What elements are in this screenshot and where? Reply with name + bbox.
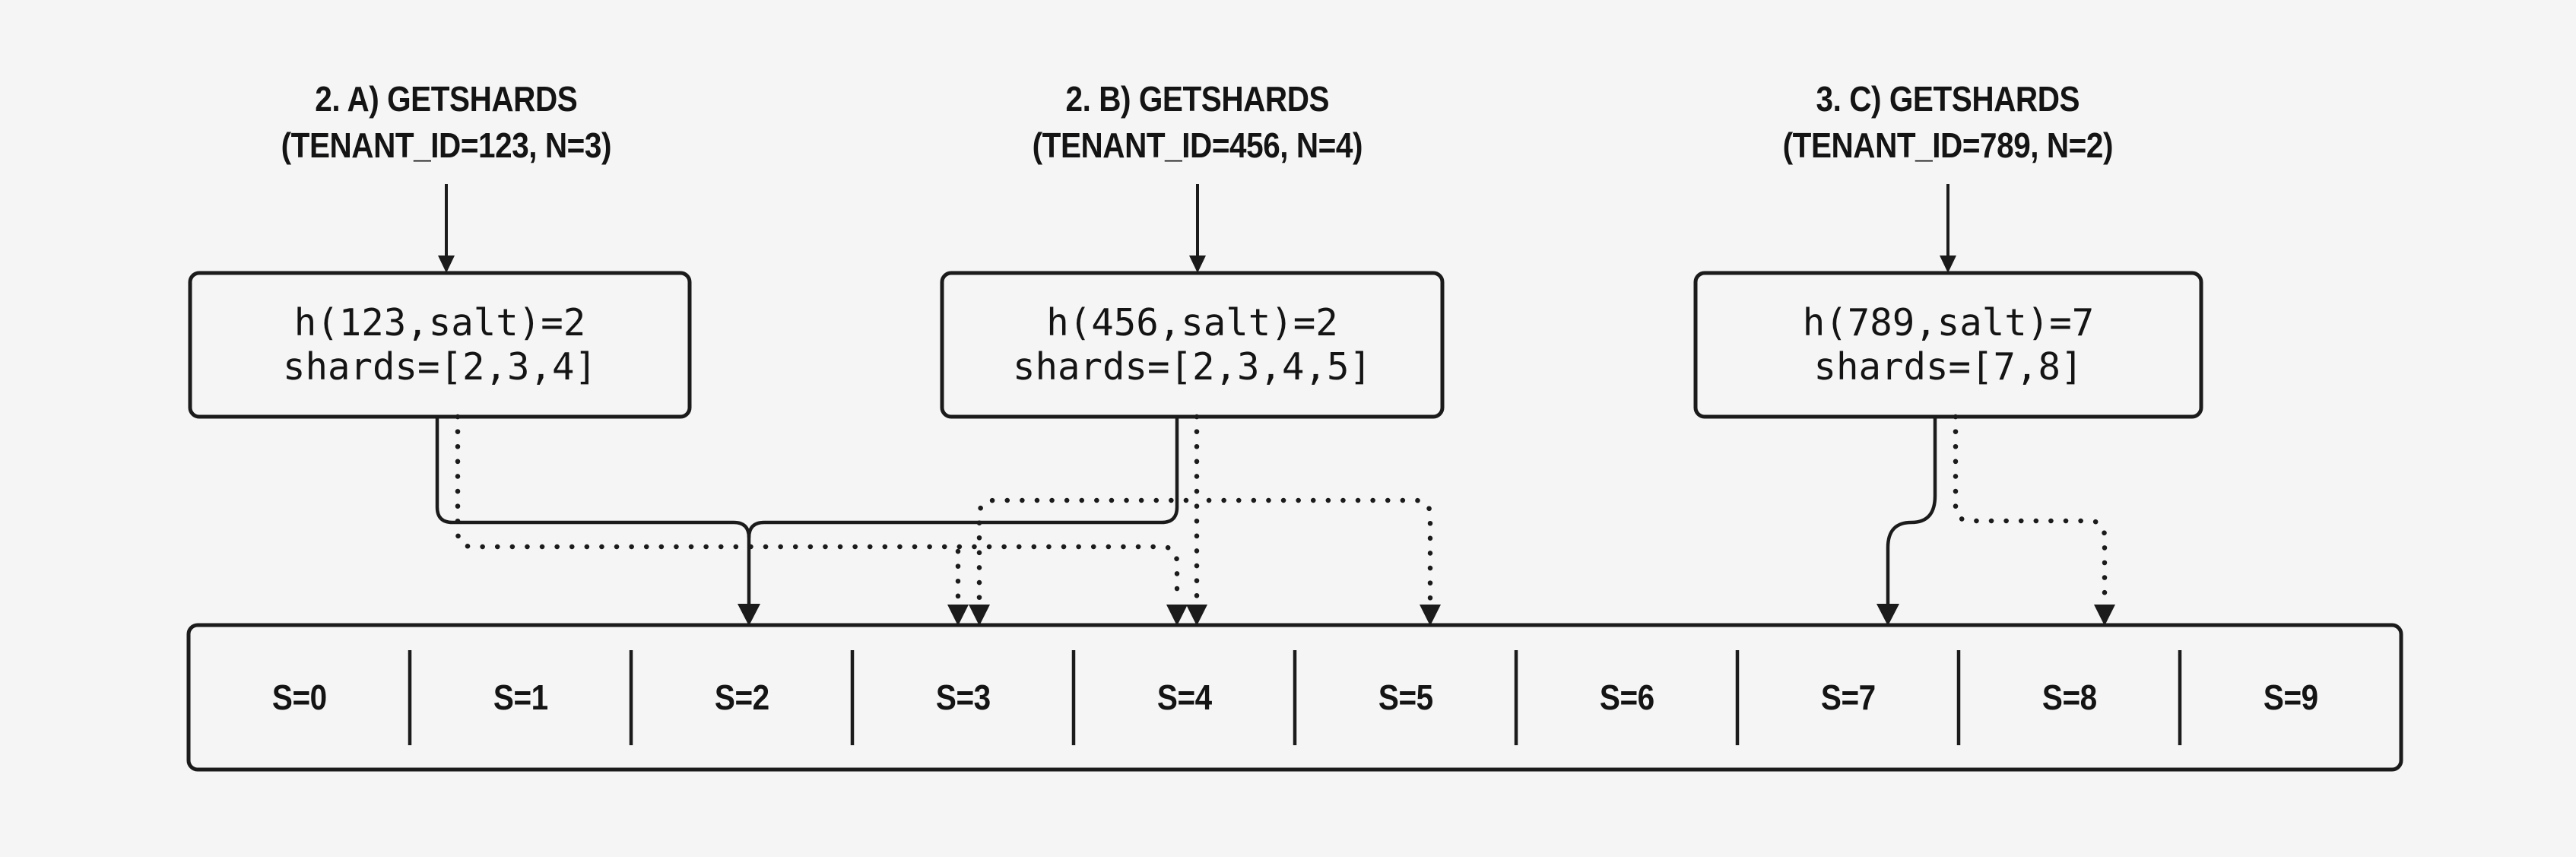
shard-cell-1-label: S=1 — [493, 678, 548, 717]
call-label-a-line2: (TENANT_ID=123, N=3) — [281, 125, 612, 165]
hash-box-c-line1: h(789,salt)=7 — [1802, 300, 2095, 344]
shard-cell-0-label: S=0 — [271, 678, 327, 717]
shard-cell-9-label: S=9 — [2263, 678, 2318, 717]
arrow-label-a-to-box — [438, 184, 455, 273]
shard-cell-2-label: S=2 — [714, 678, 769, 717]
hash-box-b-outline — [940, 271, 1445, 419]
shard-cell-9: S=9 — [2180, 625, 2401, 770]
solid-arrow-c-to-s7 — [1876, 417, 1937, 626]
arrow-label-c-to-box — [1940, 184, 1956, 273]
hash-box-b-line1: h(456,salt)=2 — [1046, 300, 1338, 344]
shard-cell-7-label: S=7 — [1820, 678, 1876, 717]
dotted-path-b-to-s3 — [976, 497, 1189, 604]
shard-cell-4: S=4 — [1074, 625, 1295, 770]
shard-row-outline — [186, 623, 2403, 772]
call-label-c-line1: 3. C) GETSHARDS — [1816, 79, 2080, 119]
hash-box-a-line1: h(123,salt)=2 — [293, 300, 586, 344]
call-label-b-line2: (TENANT_ID=456, N=4) — [1032, 125, 1363, 165]
arrow-label-b-to-box — [1189, 184, 1206, 273]
solid-arrow-b-to-s2 — [747, 417, 1179, 538]
call-label-c-line2: (TENANT_ID=789, N=2) — [1782, 125, 2114, 165]
call-label-b-line1: 2. B) GETSHARDS — [1065, 79, 1330, 119]
hash-box-a: h(123,salt)=2 shards=[2,3,4] — [190, 273, 690, 417]
hash-box-b-line2: shards=[2,3,4,5] — [1012, 344, 1372, 389]
shard-row-dividers — [408, 650, 2182, 745]
shard-cell-8: S=8 — [1959, 625, 2180, 770]
hash-box-c: h(789,salt)=7 shards=[7,8] — [1696, 273, 2201, 417]
dotted-path-c-to-s8 — [1953, 414, 2108, 604]
shard-cell-6: S=6 — [1516, 625, 1737, 770]
arrowhead-s2 — [738, 604, 760, 626]
shard-cell-5: S=5 — [1295, 625, 1516, 770]
shard-cell-3-label: S=3 — [935, 678, 991, 717]
shard-cell-7: S=7 — [1737, 625, 1959, 770]
call-label-b: 2. B) GETSHARDS (TENANT_ID=456, N=4) — [931, 76, 1464, 169]
shard-cell-8-label: S=8 — [2041, 678, 2097, 717]
call-label-a: 2. A) GETSHARDS (TENANT_ID=123, N=3) — [180, 76, 712, 169]
shard-cell-6-label: S=6 — [1599, 678, 1654, 717]
call-label-c: 3. C) GETSHARDS (TENANT_ID=789, N=2) — [1682, 76, 2214, 169]
hash-box-a-line2: shards=[2,3,4] — [282, 344, 597, 389]
call-label-a-line1: 2. A) GETSHARDS — [315, 79, 578, 119]
hash-box-a-outline — [188, 271, 692, 419]
dotted-path-a-to-s3-s4 — [455, 414, 1180, 604]
hash-box-b: h(456,salt)=2 shards=[2,3,4,5] — [942, 273, 1442, 417]
shard-cell-4-label: S=4 — [1156, 678, 1212, 717]
shard-cell-1: S=1 — [410, 625, 631, 770]
dotted-arrowheads — [947, 605, 2115, 626]
solid-arrow-a-to-s2 — [435, 417, 751, 605]
hash-box-c-line2: shards=[7,8] — [1813, 344, 2083, 389]
shard-cell-3: S=3 — [852, 625, 1074, 770]
hash-box-c-outline — [1693, 271, 2203, 419]
shard-cell-5-label: S=5 — [1378, 678, 1433, 717]
dotted-path-b-to-s5 — [1206, 497, 1433, 604]
shard-row: S=0 S=1 S=2 S=3 S=4 S=5 S=6 S=7 S=8 S=9 — [189, 625, 2401, 770]
shard-cell-0: S=0 — [189, 625, 410, 770]
shard-cell-2: S=2 — [631, 625, 852, 770]
